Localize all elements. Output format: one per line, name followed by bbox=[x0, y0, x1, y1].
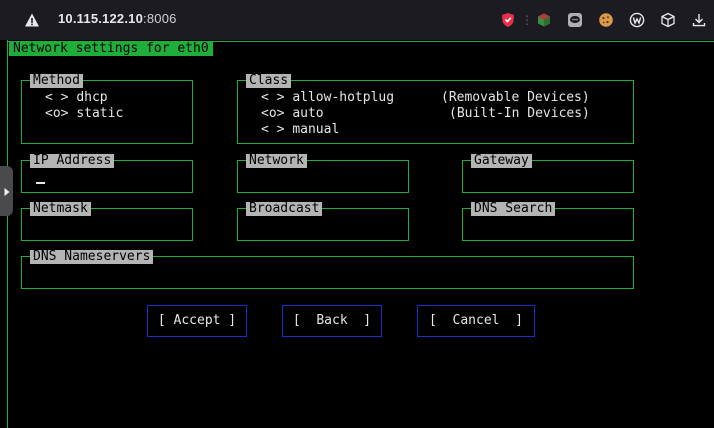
dns-nameservers-label: DNS Nameservers bbox=[30, 250, 154, 264]
method-label: Method bbox=[30, 74, 83, 88]
package-icon[interactable] bbox=[659, 11, 677, 29]
window-top-border bbox=[7, 41, 714, 42]
url-host: 10.115.122.10 bbox=[58, 11, 144, 26]
radio-selected[interactable]: <o> bbox=[45, 106, 69, 121]
address-bar-url[interactable]: 10.115.122.10:8006 bbox=[58, 11, 177, 26]
w-extension-icon[interactable] bbox=[628, 11, 646, 29]
download-icon[interactable] bbox=[690, 11, 708, 29]
sidebar-toggle-handle[interactable] bbox=[0, 166, 13, 216]
broadcast-field[interactable] bbox=[237, 208, 409, 241]
accept-button[interactable]: [ Accept ] bbox=[147, 305, 247, 337]
window-title: Network settings for eth0 bbox=[9, 41, 213, 56]
broadcast-label: Broadcast bbox=[246, 202, 323, 216]
radio-unselected[interactable]: < > bbox=[45, 90, 69, 105]
radio-selected[interactable]: <o> bbox=[261, 106, 285, 121]
url-port: :8006 bbox=[143, 11, 177, 26]
network-label: Network bbox=[246, 154, 307, 168]
cancel-button[interactable]: [ Cancel ] bbox=[417, 305, 535, 337]
class-option-allow-hotplug[interactable]: < > allow-hotplug bbox=[261, 90, 394, 106]
class-option-note: (Removable Devices) bbox=[441, 90, 590, 105]
back-button[interactable]: [ Back ] bbox=[282, 305, 382, 337]
terminal-screen[interactable] bbox=[0, 40, 714, 428]
dns-nameservers-field[interactable] bbox=[21, 256, 634, 289]
option-label: manual bbox=[292, 122, 340, 137]
gateway-label: Gateway bbox=[471, 154, 532, 168]
window-left-border bbox=[7, 40, 8, 428]
method-option-dhcp[interactable]: < > dhcp bbox=[45, 90, 108, 106]
chat-extension-icon[interactable] bbox=[566, 11, 584, 29]
option-label: dhcp bbox=[76, 90, 108, 105]
netmask-label: Netmask bbox=[30, 202, 91, 216]
dns-search-label: DNS Search bbox=[471, 202, 556, 216]
warning-icon[interactable] bbox=[24, 12, 40, 28]
ip-address-label: IP Address bbox=[30, 154, 115, 168]
text-cursor bbox=[36, 182, 45, 184]
class-label: Class bbox=[246, 74, 292, 88]
network-field[interactable] bbox=[237, 160, 409, 193]
chevron-right-icon bbox=[3, 182, 11, 201]
radio-unselected[interactable]: < > bbox=[261, 122, 285, 137]
toolbar-separator: ⋮ bbox=[521, 13, 533, 27]
browser-toolbar: 10.115.122.10:8006 ⋮ bbox=[0, 0, 714, 40]
method-group bbox=[21, 80, 193, 144]
method-option-static[interactable]: <o> static bbox=[45, 106, 123, 122]
class-group bbox=[237, 80, 634, 144]
option-label: allow-hotplug bbox=[292, 90, 395, 105]
netmask-field[interactable] bbox=[21, 208, 193, 241]
cookie-extension-icon[interactable] bbox=[597, 11, 615, 29]
option-label: auto bbox=[292, 106, 324, 121]
class-option-auto[interactable]: <o> auto bbox=[261, 106, 324, 122]
gateway-field[interactable] bbox=[462, 160, 634, 193]
cube-extension-icon[interactable] bbox=[535, 11, 553, 29]
option-label: static bbox=[76, 106, 124, 121]
class-option-manual[interactable]: < > manual bbox=[261, 122, 339, 138]
class-option-note: (Built-In Devices) bbox=[449, 106, 590, 121]
radio-unselected[interactable]: < > bbox=[261, 90, 285, 105]
shield-extension-icon[interactable] bbox=[499, 11, 517, 29]
